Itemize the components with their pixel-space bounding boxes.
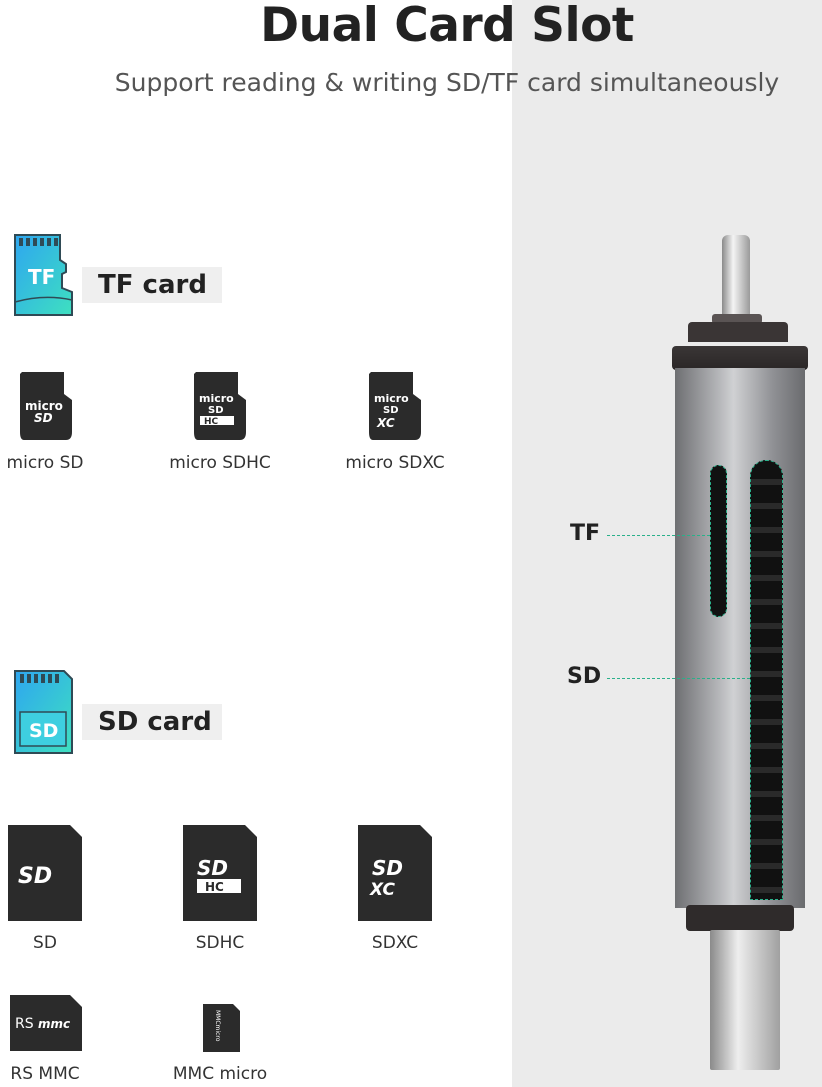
tf-card-icon: TF xyxy=(14,234,73,316)
svg-text:XC: XC xyxy=(369,880,396,900)
svg-text:micro: micro xyxy=(25,399,63,413)
page-subtitle: Support reading & writing SD/TF card sim… xyxy=(114,68,780,97)
svg-text:SD: SD xyxy=(197,856,228,880)
usb-a-connector xyxy=(710,930,780,1070)
card-label: SDXC xyxy=(371,933,419,953)
usb-c-connector xyxy=(722,235,750,325)
page-title: Dual Card Slot xyxy=(260,0,634,53)
sd-pointer-line xyxy=(607,678,750,679)
svg-text:SD: SD xyxy=(372,856,403,880)
svg-text:RS: RS xyxy=(15,1016,34,1032)
card-label: RS MMC xyxy=(10,1064,80,1084)
svg-text:SD: SD xyxy=(208,405,224,416)
card-label: micro SD xyxy=(6,453,84,473)
card-label: micro SDXC xyxy=(345,453,445,473)
tf-slot xyxy=(710,465,727,617)
svg-text:XC: XC xyxy=(376,416,395,430)
tf-card-label: TF card xyxy=(82,267,222,303)
svg-text:HC: HC xyxy=(205,880,224,894)
rs-mmc-card-icon: RS mmc xyxy=(10,995,82,1051)
svg-text:MMCmicro: MMCmicro xyxy=(214,1010,221,1042)
sdhc-card-icon: SDHC xyxy=(183,825,257,921)
sd-card-type-icon: SD xyxy=(8,825,82,921)
tf-slot-label: TF xyxy=(570,521,601,546)
sd-card-label: SD card xyxy=(82,704,222,740)
svg-text:micro: micro xyxy=(374,392,409,405)
sd-slot-label: SD xyxy=(567,664,602,689)
card-label: MMC micro xyxy=(172,1064,268,1084)
sdxc-card-icon: SDXC xyxy=(358,825,432,921)
sd-slot xyxy=(750,460,783,900)
device-body xyxy=(675,368,805,908)
card-label: micro SDHC xyxy=(169,453,271,473)
svg-text:SD: SD xyxy=(383,405,399,416)
card-label: SDHC xyxy=(195,933,245,953)
card-label: SD xyxy=(33,933,57,953)
sd-card-icon: SD xyxy=(14,670,73,754)
svg-text:SD: SD xyxy=(34,411,53,425)
tf-pointer-line xyxy=(607,535,710,536)
svg-text:SD: SD xyxy=(18,864,52,889)
tf-icon-text: TF xyxy=(28,265,55,289)
svg-text:HC: HC xyxy=(204,417,219,427)
mmc-micro-card-icon: MMCmicro xyxy=(203,1004,240,1052)
sd-icon-text: SD xyxy=(29,720,58,742)
svg-text:micro: micro xyxy=(199,392,234,405)
svg-text:mmc: mmc xyxy=(38,1017,70,1031)
